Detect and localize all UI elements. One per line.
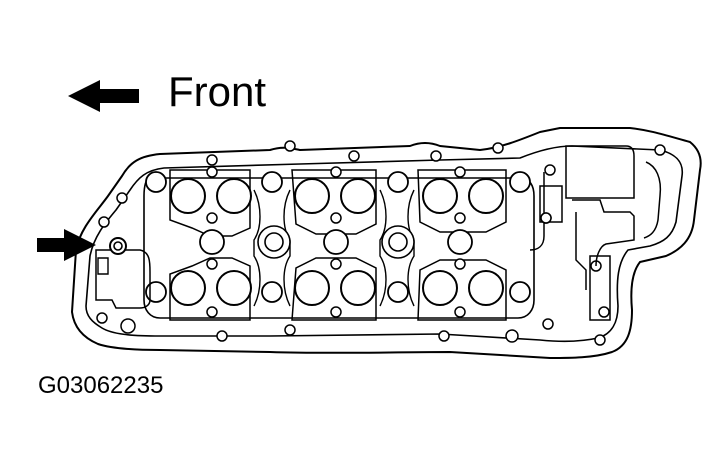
arrow-left-icon — [68, 80, 139, 112]
bolt-holes-medium — [146, 172, 530, 302]
indicated-bolt — [110, 238, 126, 254]
bolt-holes-large — [171, 179, 503, 305]
left-end-slot — [98, 258, 108, 274]
combustion-area-outline — [144, 178, 534, 318]
gasket-inner-outline — [86, 146, 682, 341]
bolt-pads-lower — [170, 258, 506, 320]
bolt-holes-small — [207, 167, 465, 317]
arrow-right-icon — [37, 229, 96, 261]
center-bolts — [258, 226, 414, 258]
cross-ribs — [254, 190, 414, 306]
figure-id: G03062235 — [38, 372, 164, 399]
perimeter-holes — [97, 141, 665, 345]
gasket-outline — [72, 128, 701, 358]
right-end-bracket — [530, 146, 660, 320]
left-end-cutout — [96, 250, 150, 308]
right-end-hole — [541, 213, 551, 223]
front-label: Front — [168, 68, 267, 115]
